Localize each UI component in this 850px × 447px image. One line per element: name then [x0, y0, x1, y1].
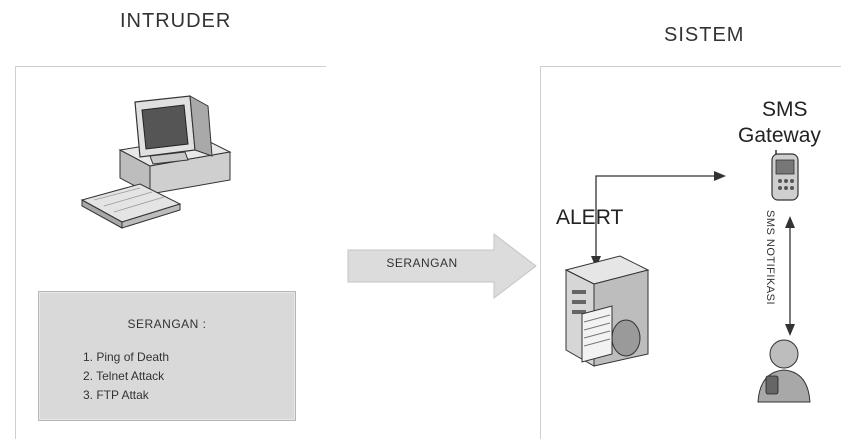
attack-list: 1. Ping of Death 2. Telnet Attack 3. FTP… [83, 348, 169, 405]
attack-item: 3. FTP Attak [83, 386, 169, 405]
sistem-heading: SISTEM [664, 24, 744, 47]
user-icon [752, 336, 816, 406]
mobile-phone-icon [764, 150, 810, 206]
server-icon [556, 250, 666, 370]
computer-icon [80, 92, 250, 232]
attack-list-box: SERANGAN : 1. Ping of Death 2. Telnet At… [38, 291, 296, 421]
sms-gateway-label-line2: Gateway [738, 124, 821, 148]
attack-list-title: SERANGAN : [39, 317, 295, 331]
sms-gateway-label-line1: SMS [762, 98, 808, 122]
sms-notification-label: SMS NOTIFIKASI [756, 210, 776, 350]
notification-double-arrow [780, 216, 800, 336]
intruder-heading: INTRUDER [120, 10, 231, 33]
attack-item: 1. Ping of Death [83, 348, 169, 367]
attack-item: 2. Telnet Attack [83, 367, 169, 386]
attack-arrow-label: SERANGAN [352, 256, 492, 270]
alert-label: ALERT [556, 206, 623, 230]
